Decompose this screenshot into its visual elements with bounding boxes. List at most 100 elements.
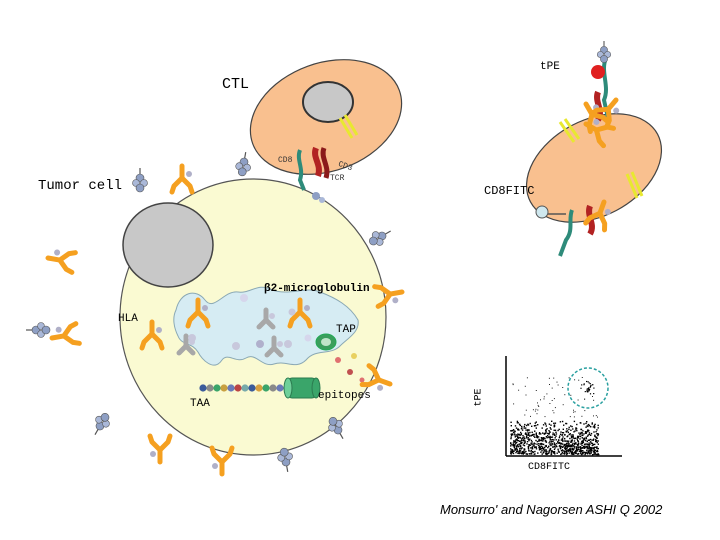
scatter-point bbox=[547, 435, 548, 436]
scatter-point bbox=[548, 433, 549, 434]
scatter-point bbox=[590, 441, 591, 442]
scatter-point bbox=[559, 437, 560, 438]
scatter-point bbox=[518, 446, 519, 447]
scatter-point bbox=[514, 432, 515, 433]
scatter-point bbox=[513, 442, 514, 443]
scatter-point bbox=[560, 431, 561, 432]
scatter-point bbox=[578, 447, 579, 448]
scatter-point bbox=[566, 423, 567, 424]
scatter-point bbox=[526, 410, 527, 411]
tap-transporter bbox=[316, 334, 336, 350]
scatter-point bbox=[517, 421, 518, 422]
scatter-point bbox=[544, 437, 545, 438]
scatter-point bbox=[523, 444, 524, 445]
scatter-point bbox=[589, 447, 590, 448]
scatter-point bbox=[534, 451, 535, 452]
scatter-point bbox=[519, 453, 520, 454]
scatter-point bbox=[567, 443, 568, 444]
scatter-point bbox=[585, 440, 586, 441]
scatter-point bbox=[526, 443, 527, 444]
scatter-point bbox=[554, 447, 555, 448]
scatter-point bbox=[571, 441, 572, 442]
scatter-point bbox=[585, 423, 586, 424]
scatter-point bbox=[584, 444, 585, 445]
scatter-point bbox=[524, 438, 525, 439]
scatter-point bbox=[520, 452, 521, 453]
scatter-point bbox=[533, 434, 534, 435]
scatter-point bbox=[587, 441, 588, 442]
scatter-point bbox=[578, 432, 579, 433]
scatter-point bbox=[577, 450, 578, 451]
scatter-point bbox=[523, 450, 524, 451]
scatter-point bbox=[536, 446, 537, 447]
scatter-point bbox=[554, 435, 555, 436]
scatter-point bbox=[586, 450, 587, 451]
scatter-point bbox=[532, 447, 533, 448]
scatter-point bbox=[549, 378, 550, 379]
scatter-point bbox=[538, 443, 539, 444]
scatter-point bbox=[512, 433, 513, 434]
scatter-point bbox=[526, 437, 527, 438]
scatter-point bbox=[556, 446, 557, 447]
scatter-point bbox=[576, 424, 577, 425]
scatter-point bbox=[569, 427, 570, 428]
scatter-point bbox=[556, 443, 557, 444]
scatter-point bbox=[513, 451, 514, 452]
scatter-point bbox=[578, 449, 579, 450]
scatter-point bbox=[526, 434, 527, 435]
scatter-point bbox=[534, 443, 535, 444]
scatter-point bbox=[576, 447, 577, 448]
scatter-point bbox=[552, 400, 553, 401]
scatter-point bbox=[549, 441, 550, 442]
scatter-point bbox=[550, 427, 551, 428]
scatter-point bbox=[574, 416, 575, 417]
scatter-point bbox=[570, 446, 571, 447]
scatter-point bbox=[582, 443, 583, 444]
scatter-point bbox=[584, 447, 585, 448]
scatter-point bbox=[588, 387, 589, 388]
scatter-point bbox=[554, 398, 555, 399]
scatter-point bbox=[553, 378, 554, 379]
scatter-point bbox=[560, 434, 561, 435]
scatter-point bbox=[554, 433, 555, 434]
scatter-point bbox=[545, 431, 546, 432]
scatter-point bbox=[572, 443, 573, 444]
scatter-point bbox=[519, 448, 520, 449]
scatter-point bbox=[554, 446, 555, 447]
scatter-point bbox=[567, 436, 568, 437]
scatter-point bbox=[583, 384, 584, 385]
scatter-point bbox=[537, 413, 538, 414]
plot-x-label: CD8FITC bbox=[528, 462, 570, 473]
scatter-point bbox=[580, 388, 581, 389]
scatter-point bbox=[585, 427, 586, 428]
scatter-point bbox=[528, 440, 529, 441]
scatter-point bbox=[595, 447, 596, 448]
scatter-point bbox=[524, 426, 525, 427]
scatter-point bbox=[516, 442, 517, 443]
scatter-point bbox=[571, 437, 572, 438]
scatter-point bbox=[533, 445, 534, 446]
plot-y-label: tPE bbox=[474, 388, 485, 406]
scatter-point bbox=[532, 443, 533, 444]
scatter-point bbox=[549, 403, 550, 404]
scatter-point bbox=[574, 379, 575, 380]
scatter-point bbox=[532, 432, 533, 433]
scatter-point bbox=[567, 453, 568, 454]
scatter-point bbox=[564, 434, 565, 435]
scatter-point bbox=[552, 447, 553, 448]
scatter-point bbox=[540, 444, 541, 445]
scatter-point bbox=[584, 410, 585, 411]
scatter-point bbox=[584, 452, 585, 453]
scatter-point bbox=[552, 443, 553, 444]
scatter-point bbox=[535, 409, 536, 410]
scatter-point bbox=[596, 429, 597, 430]
scatter-point bbox=[594, 435, 595, 436]
scatter-point bbox=[587, 426, 588, 427]
scatter-point bbox=[588, 452, 589, 453]
scatter-point bbox=[526, 395, 527, 396]
scatter-point bbox=[559, 435, 560, 436]
scatter-point bbox=[566, 431, 567, 432]
scatter-point bbox=[586, 452, 587, 453]
scatter-point bbox=[558, 451, 559, 452]
scatter-point bbox=[546, 425, 547, 426]
